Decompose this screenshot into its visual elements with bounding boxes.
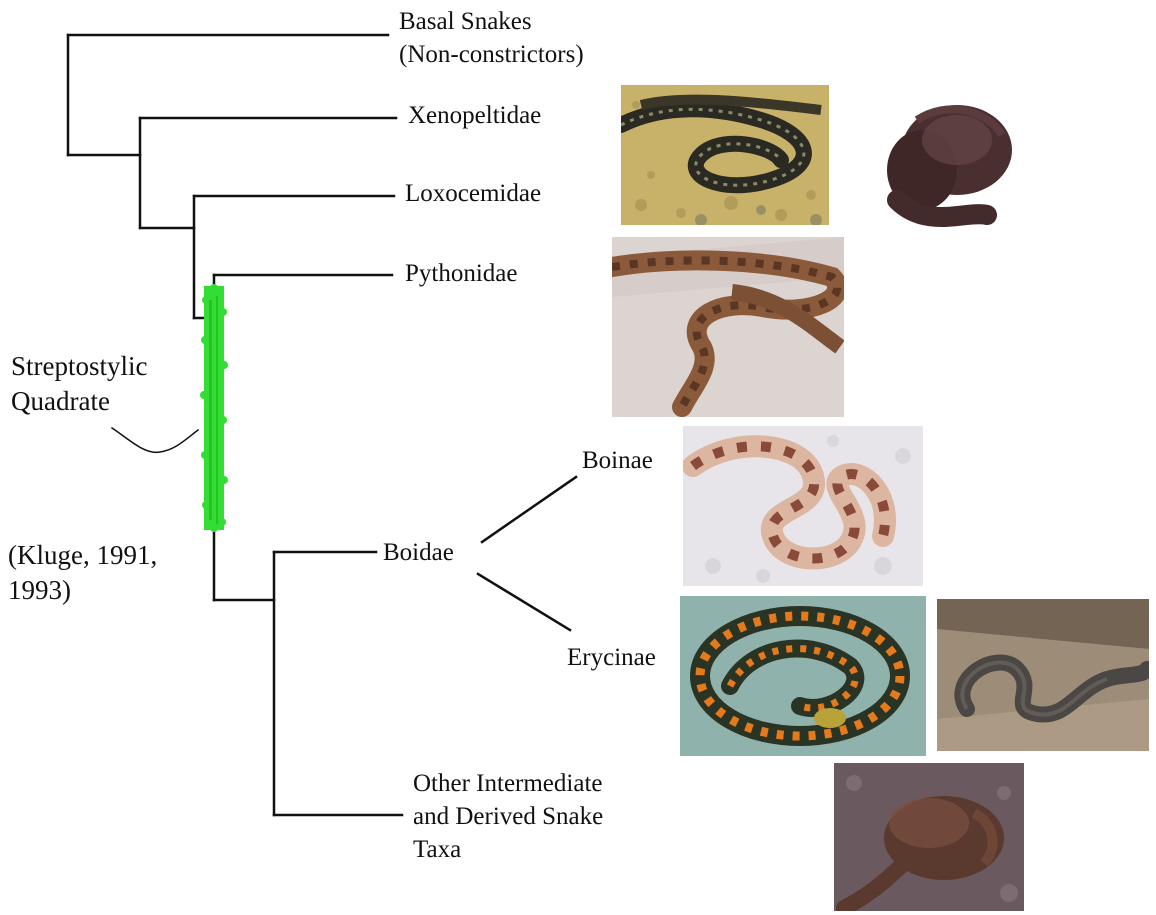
character-line1: Streptostylic xyxy=(11,349,148,384)
character-label: Streptostylic Quadrate xyxy=(11,349,148,419)
erycinae-label: Erycinae xyxy=(567,641,656,674)
other-taxa-line2: and Derived Snake xyxy=(413,800,603,833)
other-taxa-label: Other Intermediate and Derived Snake Tax… xyxy=(413,767,603,866)
character-line2: Quadrate xyxy=(11,384,148,419)
other-taxa-line1: Other Intermediate xyxy=(413,767,603,800)
other-taxa-photo xyxy=(834,763,1024,911)
erycinae-gray-photo xyxy=(937,599,1149,751)
boinae-photo xyxy=(683,426,923,586)
pythonidae-label: Pythonidae xyxy=(405,257,518,290)
xenopeltis-photo xyxy=(621,85,829,225)
loxocemus-photo xyxy=(857,80,1022,232)
basal-snakes-line1: Basal Snakes xyxy=(399,5,584,38)
boinae-label: Boinae xyxy=(582,444,653,477)
erycinae-branch xyxy=(478,574,570,630)
basal-snakes-line2: (Non-constrictors) xyxy=(399,38,584,71)
xenopeltidae-label: Xenopeltidae xyxy=(408,99,541,132)
python-photo xyxy=(612,237,844,417)
annotation-pointer xyxy=(112,428,198,452)
other-taxa-line3: Taxa xyxy=(413,833,603,866)
basal-snakes-label: Basal Snakes (Non-constrictors) xyxy=(399,5,584,71)
citation-line2: 1993) xyxy=(8,573,157,608)
erycinae-orange-photo xyxy=(680,596,926,756)
boidae-label: Boidae xyxy=(383,536,454,569)
boinae-branch xyxy=(482,477,576,542)
loxocemidae-label: Loxocemidae xyxy=(405,177,541,210)
citation-line1: (Kluge, 1991, xyxy=(8,538,157,573)
streptostylic-quadrate-bar xyxy=(200,284,228,532)
citation-label: (Kluge, 1991, 1993) xyxy=(8,538,157,608)
